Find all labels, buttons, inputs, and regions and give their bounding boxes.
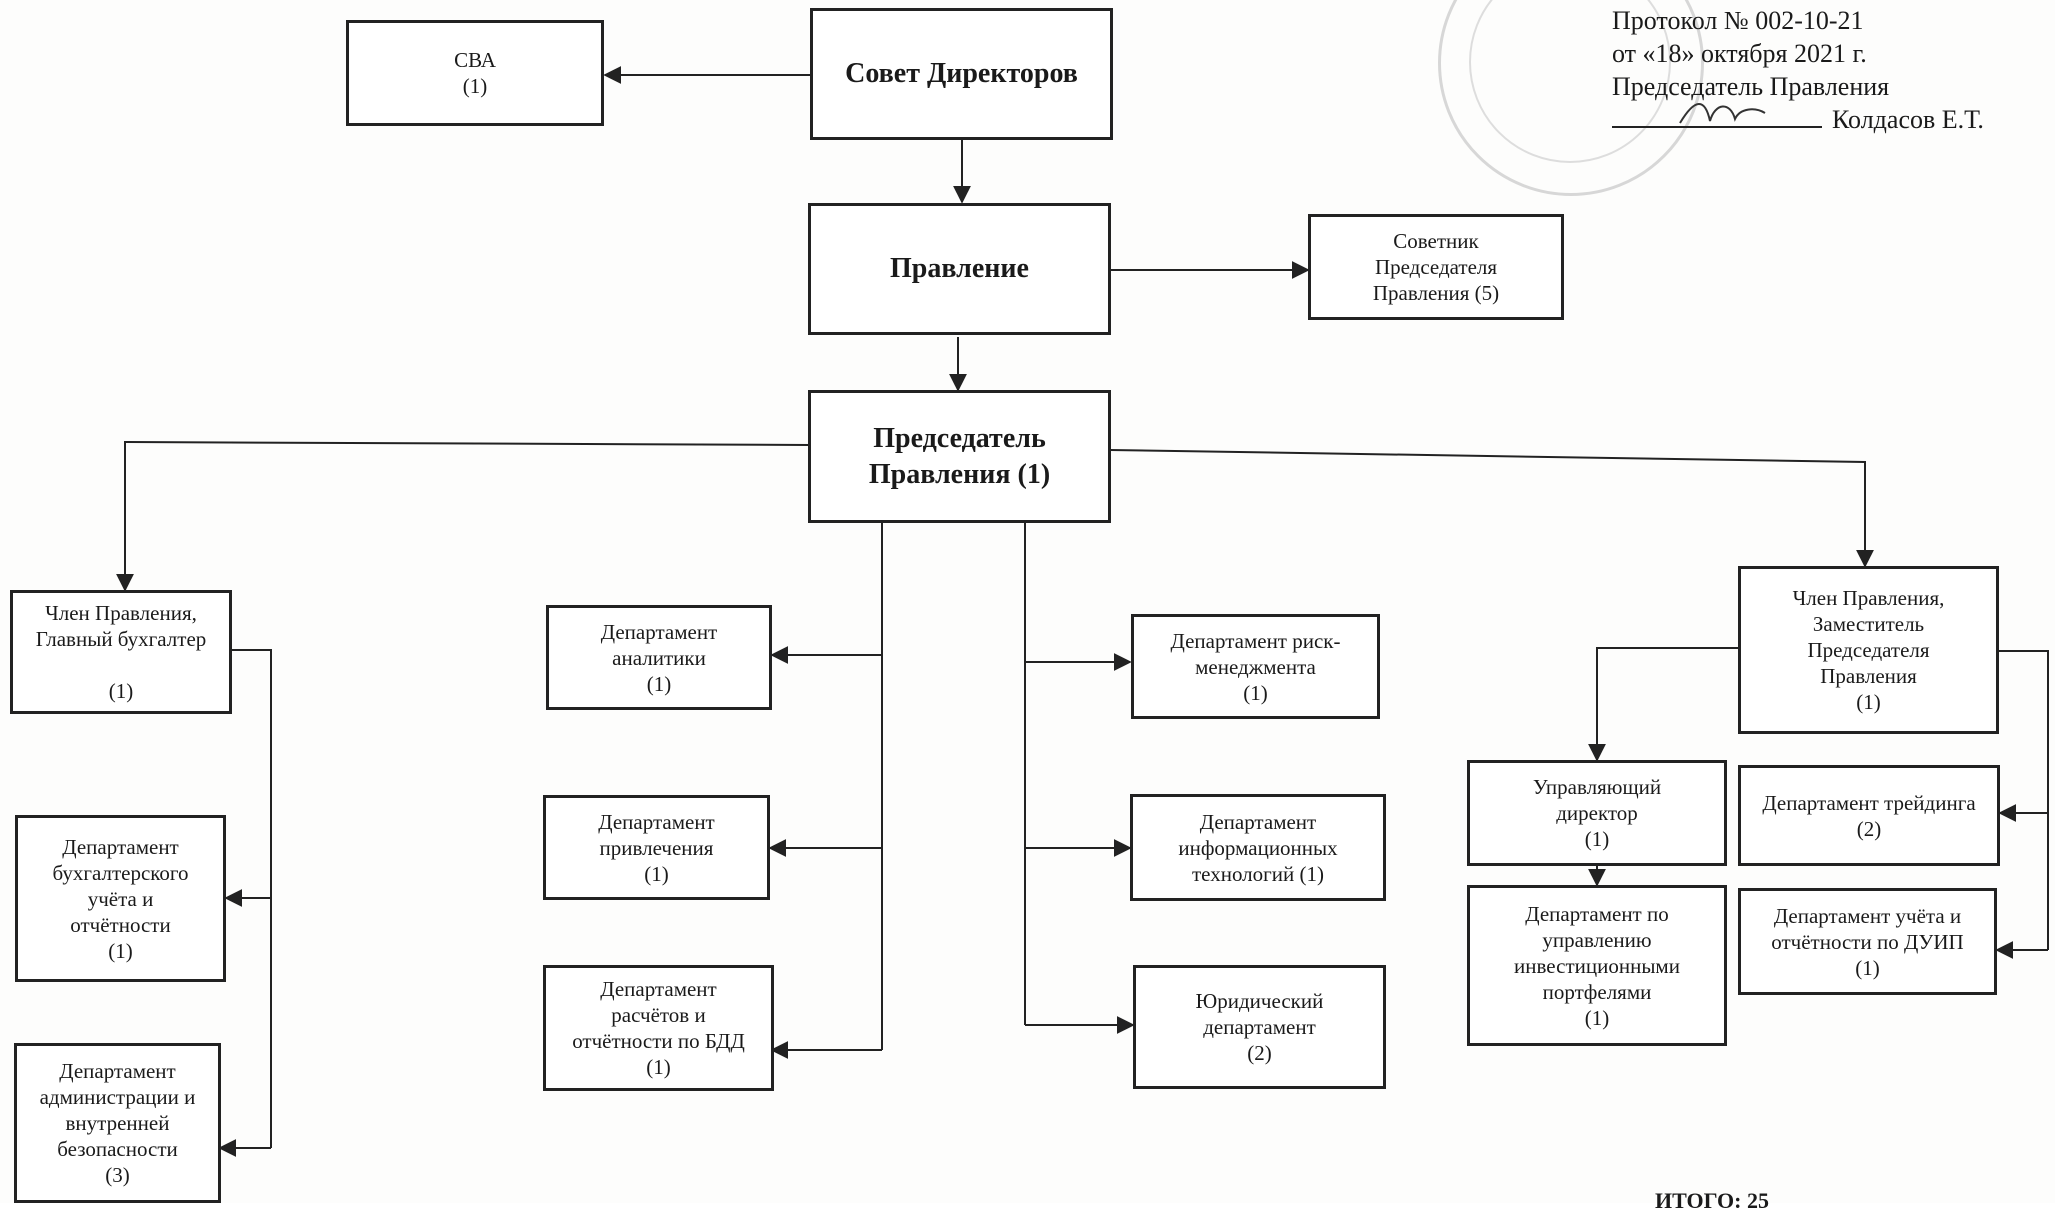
label-dept-duip: Департамент учёта и отчётности по ДУИП (… <box>1771 903 1964 980</box>
box-sva: СВА (1) <box>346 20 604 126</box>
protocol-number: Протокол № 002-10-21 <box>1612 6 1864 35</box>
protocol-date: от «18» октября 2021 г. <box>1612 39 1867 68</box>
box-dept-it: Департамент информационных технологий (1… <box>1130 794 1386 901</box>
label-dept-legal: Юридический департамент (2) <box>1195 989 1324 1065</box>
label-management: Правление <box>890 253 1029 284</box>
box-dept-attraction: Департамент привлечения (1) <box>543 795 770 900</box>
box-deputy-chairman: Член Правления, Заместитель Председателя… <box>1738 566 1999 734</box>
label-chief-accountant: Член Правления, Главный бухгалтер (1) <box>35 601 207 703</box>
label-chairman: Председатель Правления (1) <box>868 422 1051 490</box>
link-chairman-deputy <box>1109 449 1874 568</box>
box-dept-risk: Департамент риск- менеджмента (1) <box>1131 614 1380 719</box>
label-dept-risk: Департамент риск- менеджмента (1) <box>1170 628 1341 705</box>
approval-block: Протокол № 002-10-21 от «18» октября 202… <box>1612 4 1984 136</box>
box-dept-legal: Юридический департамент (2) <box>1133 965 1386 1089</box>
label-dept-portfolio: Департамент по управлению инвестиционным… <box>1514 901 1680 1030</box>
label-deputy-chairman: Член Правления, Заместитель Председателя… <box>1792 586 1945 714</box>
box-dept-accounting: Департамент бухгалтерского учёта и отчёт… <box>15 815 226 982</box>
label-dept-admin: Департамент администрации и внутренней б… <box>39 1059 196 1187</box>
box-board-of-directors: Совет Директоров <box>810 8 1113 140</box>
label-advisor: Советник Председателя Правления (5) <box>1372 229 1500 305</box>
box-dept-duip: Департамент учёта и отчётности по ДУИП (… <box>1738 888 1997 995</box>
label-managing-director: Управляющий директор (1) <box>1532 775 1662 851</box>
label-dept-it: Департамент информационных технологий (1… <box>1178 809 1338 886</box>
label-dept-settlements: Департамент расчётов и отчётности по БДД… <box>572 977 745 1079</box>
box-dept-analytics: Департамент аналитики (1) <box>546 605 772 710</box>
signature <box>1679 103 1766 124</box>
box-dept-admin: Департамент администрации и внутренней б… <box>14 1043 221 1203</box>
box-managing-director: Управляющий директор (1) <box>1467 760 1727 866</box>
link-deputy-managing-director <box>1588 647 1738 762</box>
box-chairman: Председатель Правления (1) <box>808 390 1111 523</box>
label-dept-attraction: Департамент привлечения (1) <box>598 809 715 886</box>
signatory-name: Колдасов Е.Т. <box>1832 105 1984 134</box>
box-dept-settlements: Департамент расчётов и отчётности по БДД… <box>543 965 774 1091</box>
label-dept-accounting: Департамент бухгалтерского учёта и отчёт… <box>52 834 189 963</box>
box-advisor: Советник Председателя Правления (5) <box>1308 214 1564 320</box>
bus-accountant <box>232 649 272 1148</box>
total-count: ИТОГО: 25 <box>1655 1188 1769 1213</box>
label-sva: СВА (1) <box>454 48 496 98</box>
label-dept-analytics: Департамент аналитики (1) <box>600 619 718 696</box>
label-board: Совет Директоров <box>845 58 1078 89</box>
signatory-position: Председатель Правления <box>1612 72 1890 101</box>
box-management-board: Правление <box>808 203 1111 335</box>
box-chief-accountant: Член Правления, Главный бухгалтер (1) <box>10 590 232 714</box>
box-dept-trading: Департамент трейдинга (2) <box>1738 765 2000 866</box>
link-chairman-chief-accountant <box>116 440 811 592</box>
signature-line: Колдасов Е.Т. <box>1612 103 1984 136</box>
label-dept-trading: Департамент трейдинга (2) <box>1762 790 1976 841</box>
box-dept-portfolio: Департамент по управлению инвестиционным… <box>1467 885 1727 1046</box>
